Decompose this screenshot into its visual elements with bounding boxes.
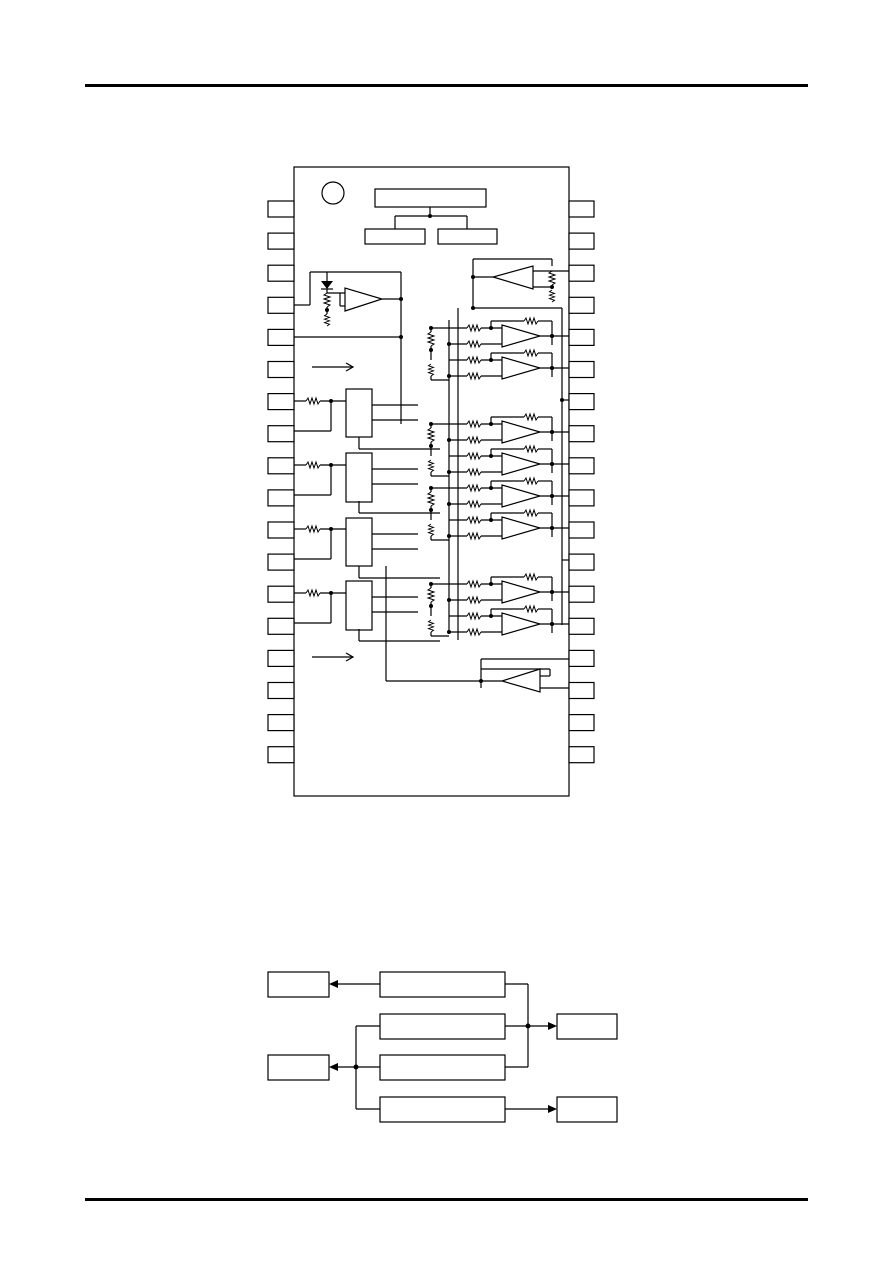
block-diagram <box>267 971 618 1123</box>
ic-pin-left <box>267 713 295 732</box>
ic-pin-right <box>568 585 595 603</box>
ic-pin-left <box>267 585 295 603</box>
ic-pin-right <box>568 264 595 282</box>
ic-pin-right <box>568 232 595 250</box>
ic-pin-right <box>568 296 595 314</box>
channel-amp <box>501 484 543 508</box>
ic-pin-left <box>267 521 295 539</box>
channel-amp <box>501 580 543 604</box>
ic-pin-left <box>267 617 295 635</box>
ic-pin-left <box>267 457 295 475</box>
ic-pin-right <box>568 457 595 475</box>
ic-pin-left <box>267 553 295 571</box>
ic-pin-right <box>568 200 595 218</box>
right-pin-column <box>568 200 595 764</box>
ic-pin-left <box>267 746 295 764</box>
ic-pin-left <box>267 489 295 507</box>
ic-pin-right <box>568 713 595 732</box>
channel-amp <box>501 324 543 348</box>
block-right-top <box>556 1013 618 1040</box>
ic-pin-left <box>267 393 295 411</box>
ic-pin-left <box>267 296 295 314</box>
bias-amp-top <box>490 265 534 290</box>
ic-pin-right <box>568 553 595 571</box>
logic-block-1 <box>345 388 373 438</box>
channel-amp <box>501 452 543 476</box>
block-center-1 <box>379 971 506 998</box>
pin1-index-mark <box>321 181 345 205</box>
ic-pin-right <box>568 360 595 379</box>
block-left-bottom <box>267 1054 330 1081</box>
ic-package-outline <box>293 166 570 797</box>
channel-amp <box>501 420 543 444</box>
top-sub-block-right <box>437 228 498 245</box>
ic-pin-left <box>267 264 295 282</box>
ic-pin-right <box>568 521 595 539</box>
ic-pin-right <box>568 617 595 635</box>
ic-pin-right <box>568 489 595 507</box>
ic-pin-left <box>267 425 295 443</box>
block-center-2 <box>379 1013 506 1040</box>
top-control-block <box>374 188 487 208</box>
reference-amp-top <box>344 287 385 312</box>
block-center-4 <box>379 1096 506 1123</box>
ic-pin-right <box>568 649 595 668</box>
logic-block-2 <box>345 452 373 503</box>
ic-pin-left <box>267 681 295 700</box>
logic-block-4 <box>345 580 373 631</box>
ic-pin-right <box>568 746 595 764</box>
channel-amp <box>501 356 543 380</box>
diode-icon <box>321 281 333 289</box>
block-right-bottom <box>556 1096 618 1123</box>
block-left-top <box>267 971 330 998</box>
ic-pin-left <box>267 328 295 346</box>
ic-pin-right <box>568 681 595 700</box>
footer-rule <box>85 1198 808 1201</box>
ic-pin-left <box>267 200 295 218</box>
ic-pin-right <box>568 393 595 411</box>
bias-amp-bottom <box>499 668 541 693</box>
channel-amp <box>501 612 543 636</box>
ic-pin-right <box>568 425 595 443</box>
logic-block-3 <box>345 517 373 567</box>
block-center-3 <box>379 1054 506 1081</box>
ic-pin-right <box>568 328 595 346</box>
ic-pin-left <box>267 232 295 250</box>
ic-pin-left <box>267 649 295 668</box>
channel-amp <box>501 516 543 540</box>
top-sub-block-left <box>364 228 426 245</box>
ic-pin-left <box>267 360 295 379</box>
header-rule <box>85 84 808 87</box>
left-pin-column <box>267 200 295 764</box>
